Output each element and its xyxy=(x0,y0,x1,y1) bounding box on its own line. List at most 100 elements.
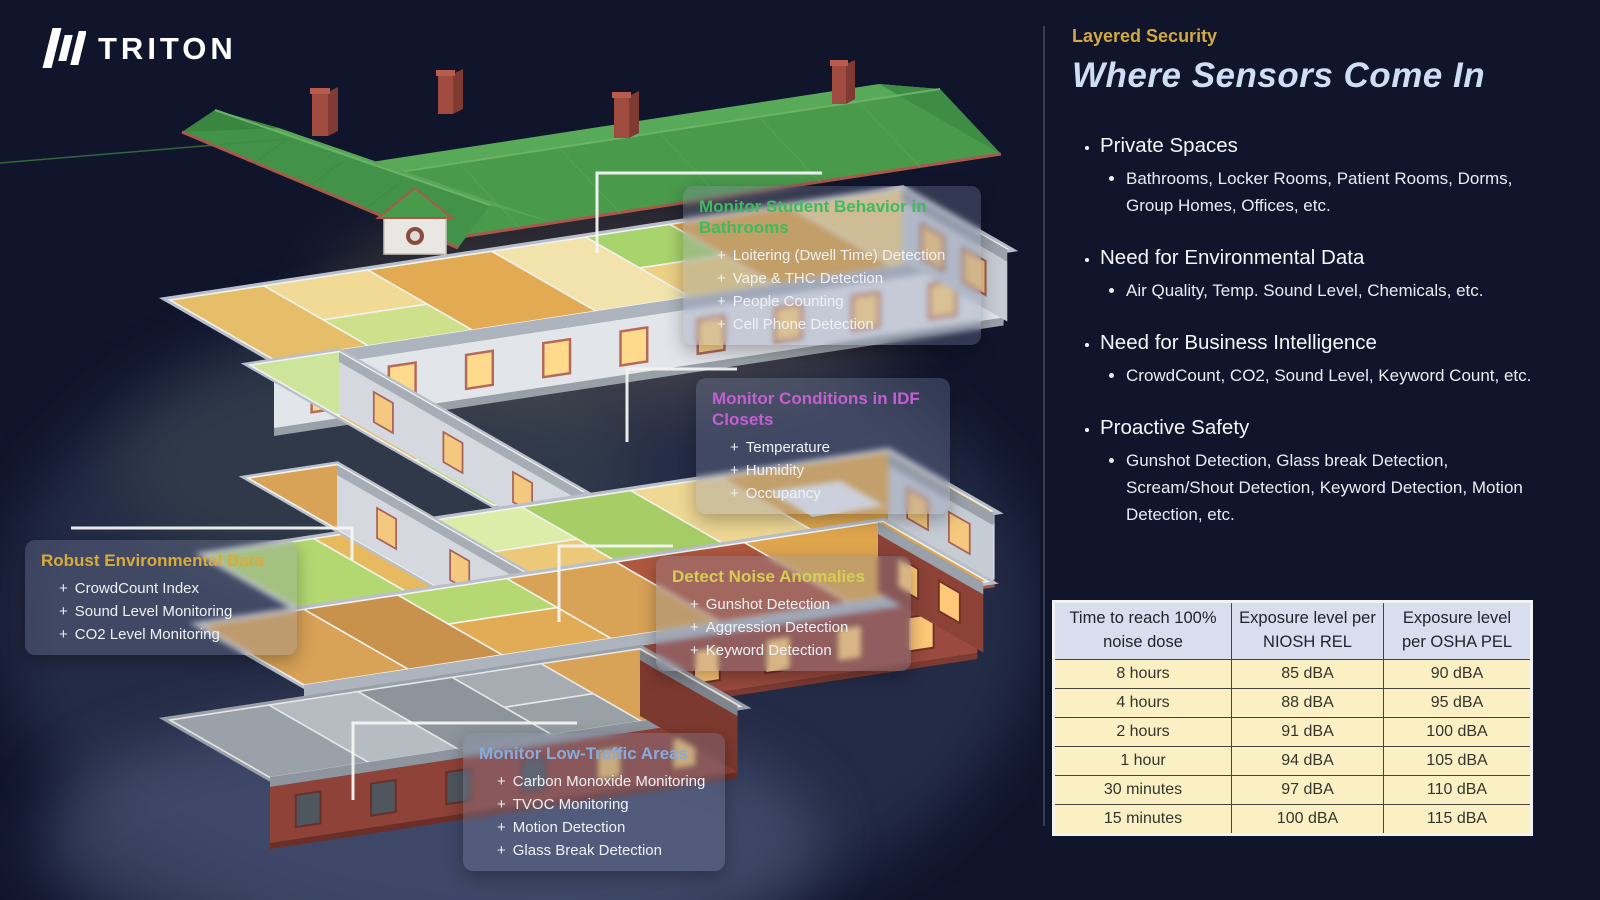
noise-dose-table: Time to reach 100% noise dose Exposure l… xyxy=(1052,600,1533,836)
connector-bathrooms xyxy=(595,171,822,253)
callout-item: +CO2 Level Monitoring xyxy=(59,623,281,646)
table-row: 8 hours 85 dBA 90 dBA xyxy=(1053,659,1532,689)
table-row: 15 minutes 100 dBA 115 dBA xyxy=(1053,804,1532,835)
table-cell: 90 dBA xyxy=(1383,659,1532,689)
callout-item-label: Aggression Detection xyxy=(705,619,849,636)
callout-noise-items: +Gunshot Detection + Aggression Detection… xyxy=(672,593,895,662)
connector-environmental xyxy=(71,526,354,560)
bullet-heading: Private Spaces xyxy=(1100,134,1238,157)
panel-eyebrow: Layered Security xyxy=(1072,26,1218,46)
table-cell: 30 minutes xyxy=(1053,775,1232,805)
bullet-detail: Bathrooms, Locker Rooms, Patient Rooms, … xyxy=(1126,165,1546,219)
panel-title: Where Sensors Come In xyxy=(1072,56,1486,95)
table-cell: 85 dBA xyxy=(1231,659,1384,689)
callout-bathrooms-title: Monitor Student Behavior in Bathrooms xyxy=(699,197,927,237)
plus-bullet: + xyxy=(690,642,699,659)
plus-bullet: + xyxy=(690,619,699,636)
callout-item-label: Sound Level Monitoring xyxy=(74,603,233,620)
callout-item-label: Occupancy xyxy=(745,485,821,502)
table-cell: 2 hours xyxy=(1053,717,1232,747)
table-cell: 97 dBA xyxy=(1231,775,1384,805)
table-cell: 15 minutes xyxy=(1053,804,1232,835)
table-cell: 95 dBA xyxy=(1383,688,1532,718)
callout-environmental: Robust Environmental Data + CrowdCount In… xyxy=(25,540,297,655)
callout-low-traffic-title: Monitor Low-Traffic Areas xyxy=(479,744,689,763)
plus-bullet: + xyxy=(717,316,726,333)
right-panel: Layered Security Where Sensors Come In P… xyxy=(1072,26,1572,555)
table-header-cell: Exposure level per NIOSH REL xyxy=(1231,601,1384,660)
bullet-heading: Need for Environmental Data xyxy=(1100,246,1365,269)
table-row: 30 minutes 97 dBA 110 dBA xyxy=(1053,775,1532,805)
callout-item-label: Motion Detection xyxy=(512,819,626,836)
table-cell: 91 dBA xyxy=(1231,717,1384,747)
bullet-environmental-data: Need for Environmental Data Air Quality,… xyxy=(1100,246,1572,304)
roof xyxy=(0,60,1002,255)
roof-chimneys xyxy=(310,60,855,138)
plus-bullet: + xyxy=(497,842,506,859)
bullet-detail: Gunshot Detection, Glass break Detection… xyxy=(1126,447,1546,528)
callout-idf-title: Monitor Conditions in IDF Closets xyxy=(712,389,920,429)
bullet-detail: CrowdCount, CO2, Sound Level, Keyword Co… xyxy=(1126,362,1546,389)
callout-idf-items: +Temperature +Humidity +Occupancy xyxy=(712,436,934,505)
plus-bullet: + xyxy=(717,247,726,264)
panel-divider xyxy=(1043,26,1045,826)
callout-item: +Gunshot Detection xyxy=(690,593,895,616)
bullet-business-intelligence: Need for Business Intelligence CrowdCoun… xyxy=(1100,331,1572,389)
plus-bullet: + xyxy=(717,293,726,310)
table-cell: 100 dBA xyxy=(1231,804,1384,835)
table-header-cell: Time to reach 100% noise dose xyxy=(1053,601,1232,660)
callout-item-label: CrowdCount Index xyxy=(74,580,199,597)
plus-bullet: + xyxy=(59,580,68,597)
callout-noise: Detect Noise Anomalies +Gunshot Detectio… xyxy=(656,556,911,671)
table-cell: 105 dBA xyxy=(1383,746,1532,776)
callout-item: + Sound Level Monitoring xyxy=(59,600,281,623)
callout-bathrooms: Monitor Student Behavior in Bathrooms + L… xyxy=(683,186,981,345)
callout-item-label: Loitering (Dwell Time) Detection xyxy=(732,247,946,264)
plus-bullet: + xyxy=(59,603,68,620)
table-header-row: Time to reach 100% noise dose Exposure l… xyxy=(1053,601,1532,660)
brand-name: TRITON xyxy=(98,30,237,66)
plus-bullet: + xyxy=(497,773,506,790)
callout-item: + Carbon Monoxide Monitoring xyxy=(497,770,709,793)
table-cell: 110 dBA xyxy=(1383,775,1532,805)
table-cell: 8 hours xyxy=(1053,659,1232,689)
plus-bullet: + xyxy=(497,796,506,813)
callout-low-traffic: Monitor Low-Traffic Areas + Carbon Monoxi… xyxy=(463,733,725,871)
plus-bullet: + xyxy=(730,462,739,479)
callout-item-label: Glass Break Detection xyxy=(512,842,662,859)
connector-low-traffic xyxy=(351,721,577,800)
callout-idf-closets: Monitor Conditions in IDF Closets +Tempe… xyxy=(696,378,950,514)
callout-low-traffic-items: +Carbon Monoxide Monitoring +TVOC Monito… xyxy=(479,770,709,862)
callout-item: + Loitering (Dwell Time) Detection xyxy=(717,244,965,267)
callout-item: + Keyword Detection xyxy=(690,639,895,662)
callout-environmental-items: + CrowdCount Index + Sound Level Monitorin… xyxy=(41,577,281,646)
plus-bullet: + xyxy=(690,596,699,613)
brand-logo: TRITON xyxy=(40,26,237,70)
bullet-private-spaces: Private Spaces Bathrooms, Locker Rooms, … xyxy=(1100,134,1572,219)
callout-item: +Temperature xyxy=(730,436,934,459)
roof-dormer xyxy=(375,186,455,255)
table-cell: 1 hour xyxy=(1053,746,1232,776)
table-cell: 115 dBA xyxy=(1383,804,1532,835)
callout-item: + Glass Break Detection xyxy=(497,839,709,862)
callout-item: + CrowdCount Index xyxy=(59,577,281,600)
connector-noise xyxy=(557,544,673,622)
plus-bullet: + xyxy=(59,626,68,643)
table-row: 4 hours 88 dBA 95 dBA xyxy=(1053,688,1532,718)
table-cell: 4 hours xyxy=(1053,688,1232,718)
table-cell: 100 dBA xyxy=(1383,717,1532,747)
callout-item-label: People Counting xyxy=(732,293,844,310)
callout-environmental-title: Robust Environmental Data xyxy=(41,551,264,570)
plus-bullet: + xyxy=(730,485,739,502)
callout-item-label: Temperature xyxy=(745,439,830,456)
callout-item-label: Keyword Detection xyxy=(705,642,832,659)
bullet-detail: Air Quality, Temp. Sound Level, Chemical… xyxy=(1126,277,1546,304)
table-header-cell: Exposure level per OSHA PEL xyxy=(1383,601,1532,660)
table-row: 1 hour 94 dBA 105 dBA xyxy=(1053,746,1532,776)
callout-noise-title: Detect Noise Anomalies xyxy=(672,567,866,586)
callout-item: + People Counting xyxy=(717,290,965,313)
bullet-heading: Proactive Safety xyxy=(1100,416,1250,439)
callout-item: + Occupancy xyxy=(730,482,934,505)
callout-item-label: Carbon Monoxide Monitoring xyxy=(512,773,706,790)
